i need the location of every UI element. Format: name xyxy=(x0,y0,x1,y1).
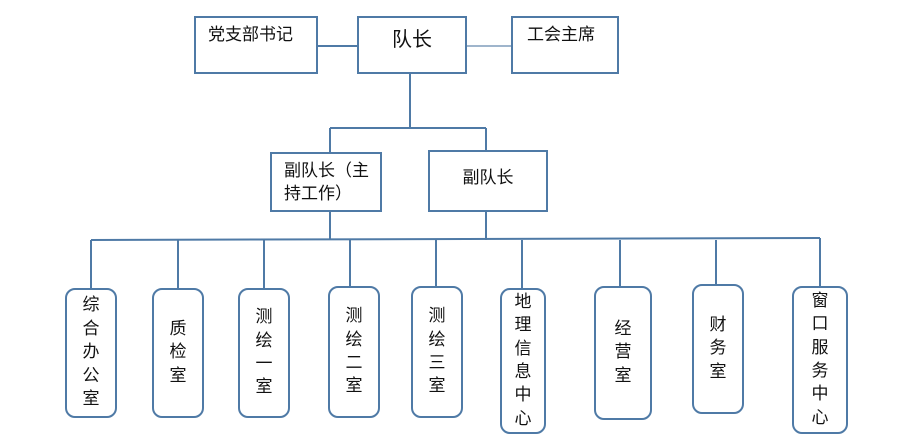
dept-surveying-1: 测绘一室 xyxy=(238,288,290,418)
union-chair-label: 工会主席 xyxy=(527,25,595,45)
deputy-label: 副队长 xyxy=(462,168,514,188)
dept-general-office: 综合办公室 xyxy=(65,288,117,418)
deputy-main-box: 副队长（主持工作） xyxy=(270,152,382,212)
dept-surveying-2: 测绘二室 xyxy=(328,286,380,418)
dept-business-office: 经营室 xyxy=(594,286,652,420)
dept-label: 测绘一室 xyxy=(255,307,273,398)
dept-surveying-3: 测绘三室 xyxy=(411,286,463,418)
deputy-box: 副队长 xyxy=(428,150,548,212)
party-secretary-label: 党支部书记 xyxy=(208,25,293,45)
deputy-main-label: 副队长（主持工作） xyxy=(284,161,369,204)
dept-label: 测绘二室 xyxy=(345,306,363,397)
party-secretary-box: 党支部书记 xyxy=(194,16,318,74)
dept-quality-inspection: 质检室 xyxy=(152,288,204,418)
dept-label: 质检室 xyxy=(169,318,187,386)
dept-label: 测绘三室 xyxy=(428,306,446,397)
dept-label: 经营室 xyxy=(614,318,632,386)
dept-geo-info-center: 地理信息中心 xyxy=(500,288,546,434)
captain-box: 队长 xyxy=(357,16,467,74)
union-chair-box: 工会主席 xyxy=(511,16,619,74)
captain-label: 队长 xyxy=(392,27,432,51)
dept-label: 地理信息中心 xyxy=(514,291,532,429)
dept-label: 财务室 xyxy=(709,314,727,382)
dept-finance-office: 财务室 xyxy=(692,284,744,414)
dept-window-service-center: 窗口服务中心 xyxy=(792,286,848,434)
dept-label: 综合办公室 xyxy=(82,295,100,410)
dept-label: 窗口服务中心 xyxy=(811,290,829,428)
